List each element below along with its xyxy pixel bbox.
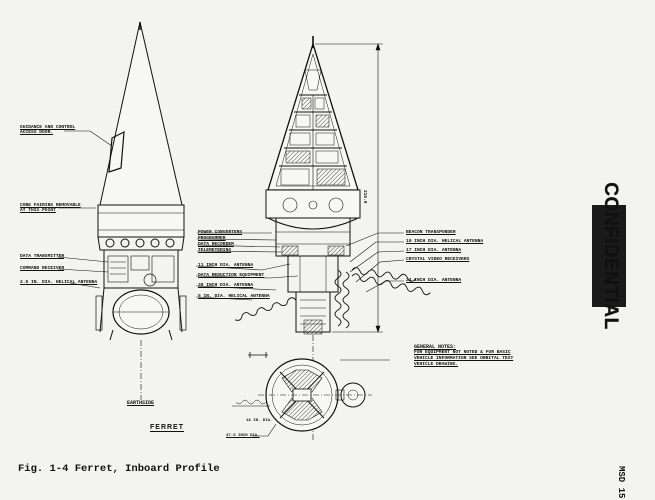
general-notes-line-3: VEHICLE DRAWING. xyxy=(414,362,459,367)
crystal-video-label: CRYSTAL VIDEO RECEIVERS xyxy=(406,257,470,262)
antenna-24in-label: 24 INCH DIA. ANTENNA xyxy=(406,278,462,283)
command-receiver-label: COMMAND RECEIVER xyxy=(20,266,65,271)
cone-fairing-label: CONE FAIRING REMOVABLE AT THIS POINT xyxy=(20,203,81,213)
data-recorder-label: DATA RECORDER xyxy=(198,242,234,247)
left-leaders xyxy=(57,130,113,289)
ferret-view-title: FERRET xyxy=(150,424,184,432)
cone-line-1: CONE FAIRING REMOVABLE xyxy=(20,203,81,208)
data-reduction-label: DATA REDUCTION EQUIPMENT xyxy=(198,273,265,278)
height-dimension-label: 216.0 xyxy=(362,190,367,204)
general-notes-line-2: VEHICLE INFORMATION SEE ORBITAL TEST xyxy=(414,356,514,361)
general-notes-line-1: FOR EQUIPMENT NOT NOTED & FOR BASIC xyxy=(414,350,511,355)
antenna-17in-label: 17 INCH DIA. ANTENNA xyxy=(406,248,462,253)
data-transmitter-label: DATA TRANSMITTER xyxy=(20,254,65,259)
antenna-38in-label: 38 INCH DIA. ANTENNA xyxy=(198,283,254,288)
right-leaders xyxy=(345,232,405,293)
helical-5in-label: 5 IN. DIA. HELICAL ANTENNA xyxy=(198,294,270,299)
document-side-id: MSD 15 xyxy=(616,466,626,499)
general-notes-title: GENERAL NOTES: xyxy=(414,344,457,350)
guidance-line-2: ACCESS DOOR. xyxy=(20,130,54,135)
plan-dimension-small: 18 IN. DIA. xyxy=(246,419,273,423)
guidance-line-1: GUIDANCE AND CONTROL xyxy=(20,125,76,130)
helical-10in-label: 10 INCH DIA. HELICAL ANTENNA xyxy=(406,239,484,244)
plan-dimension-large: 47.0 INCH DIA. xyxy=(226,434,260,438)
general-notes: GENERAL NOTES: FOR EQUIPMENT NOT NOTED &… xyxy=(414,344,513,368)
guidance-label: GUIDANCE AND CONTROL ACCESS DOOR. xyxy=(20,125,75,135)
power-converters-label: POWER CONVERTERS xyxy=(198,230,243,235)
programmer-label: PROGRAMMER xyxy=(198,236,226,241)
confidential-stamp-bar xyxy=(592,205,626,307)
figure-caption: Fig. 1-4 Ferret, Inboard Profile xyxy=(18,463,220,475)
exterior-view xyxy=(95,21,187,400)
earthside-label: EARTHSIDE xyxy=(127,400,155,406)
cone-line-2: AT THIS POINT xyxy=(20,208,56,213)
height-dimension xyxy=(315,43,383,333)
beacon-transponder-label: BEACON TRANSPONDER xyxy=(406,230,456,235)
helical-antennas xyxy=(234,267,431,329)
helical-antenna-left-label: 2.5 IN. DIA. HELICAL ANTENNA xyxy=(20,280,98,285)
center-leaders xyxy=(195,232,299,301)
telemetering-label: TELEMETERING xyxy=(198,248,232,253)
cutaway-view xyxy=(265,36,361,440)
plan-view xyxy=(232,352,372,437)
antenna-11in-label: 11 INCH DIA. ANTENNA xyxy=(198,263,254,268)
confidential-stamp-text: CONFIDENTIAL xyxy=(600,182,621,330)
